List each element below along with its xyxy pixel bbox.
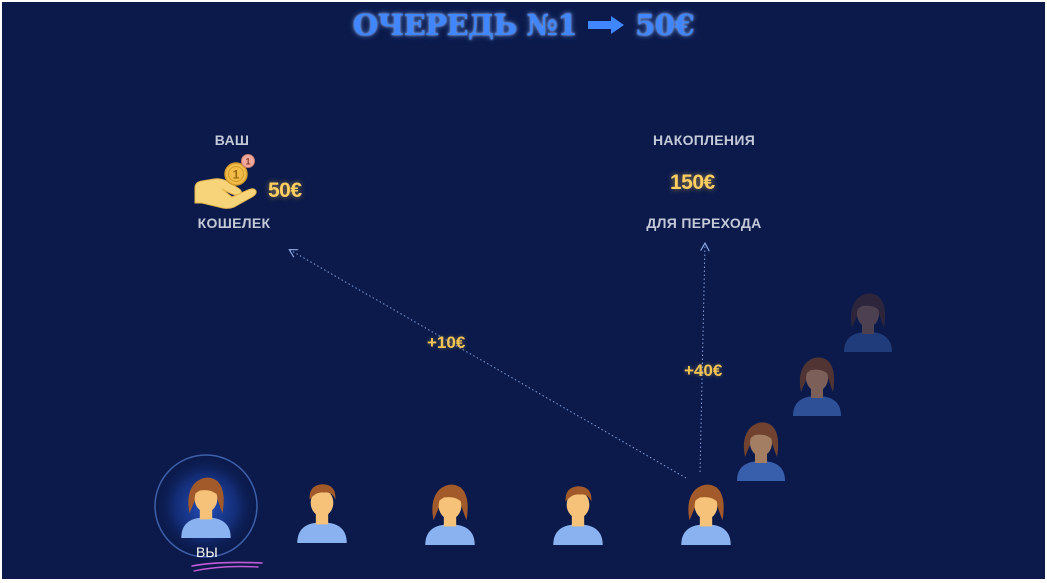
waiting-person-3	[844, 293, 892, 352]
queue-member-2	[297, 484, 347, 543]
queue-member-5	[681, 484, 731, 545]
page-title: ОЧЕРЕДЬ №1 50€	[2, 8, 1045, 42]
wallet-amount: 50€	[268, 179, 302, 202]
coin-digit: 1	[233, 168, 240, 182]
queue-member-3	[425, 484, 475, 545]
female-person-icon	[181, 477, 231, 538]
waiting-person-1	[737, 422, 785, 481]
female-person-icon	[737, 422, 785, 481]
queue-member-you	[181, 477, 231, 538]
you-label: ВЫ	[196, 544, 218, 560]
wallet-label-bottom: КОШЕЛЕК	[197, 215, 271, 231]
male-person-icon	[553, 486, 603, 545]
female-person-icon	[425, 484, 475, 545]
arrow-to-savings	[699, 244, 705, 473]
arrow-to-wallet	[290, 250, 687, 479]
queue-title: ОЧЕРЕДЬ №1	[352, 8, 578, 42]
savings-label-bottom: ДЛЯ ПЕРЕХОДА	[646, 215, 762, 231]
queue-amount: 50€	[635, 8, 695, 42]
flow-label-wallet: +10€	[427, 333, 466, 352]
queue-member-4	[553, 486, 603, 545]
waiting-person-2	[793, 357, 841, 416]
arrow-right-icon	[588, 16, 625, 34]
wallet-label-top: ВАШ	[214, 132, 250, 148]
female-person-icon	[793, 357, 841, 416]
savings-label-top: НАКОПЛЕНИЯ	[652, 132, 756, 148]
you-underline	[191, 561, 263, 572]
female-person-icon	[844, 293, 892, 352]
savings-amount: 150€	[670, 171, 715, 194]
flow-label-savings: +40€	[684, 361, 723, 380]
female-person-icon	[681, 484, 731, 545]
badge-digit: 1	[245, 157, 250, 167]
hand-coin-icon: 1 1	[194, 154, 257, 209]
male-person-icon	[297, 484, 347, 543]
